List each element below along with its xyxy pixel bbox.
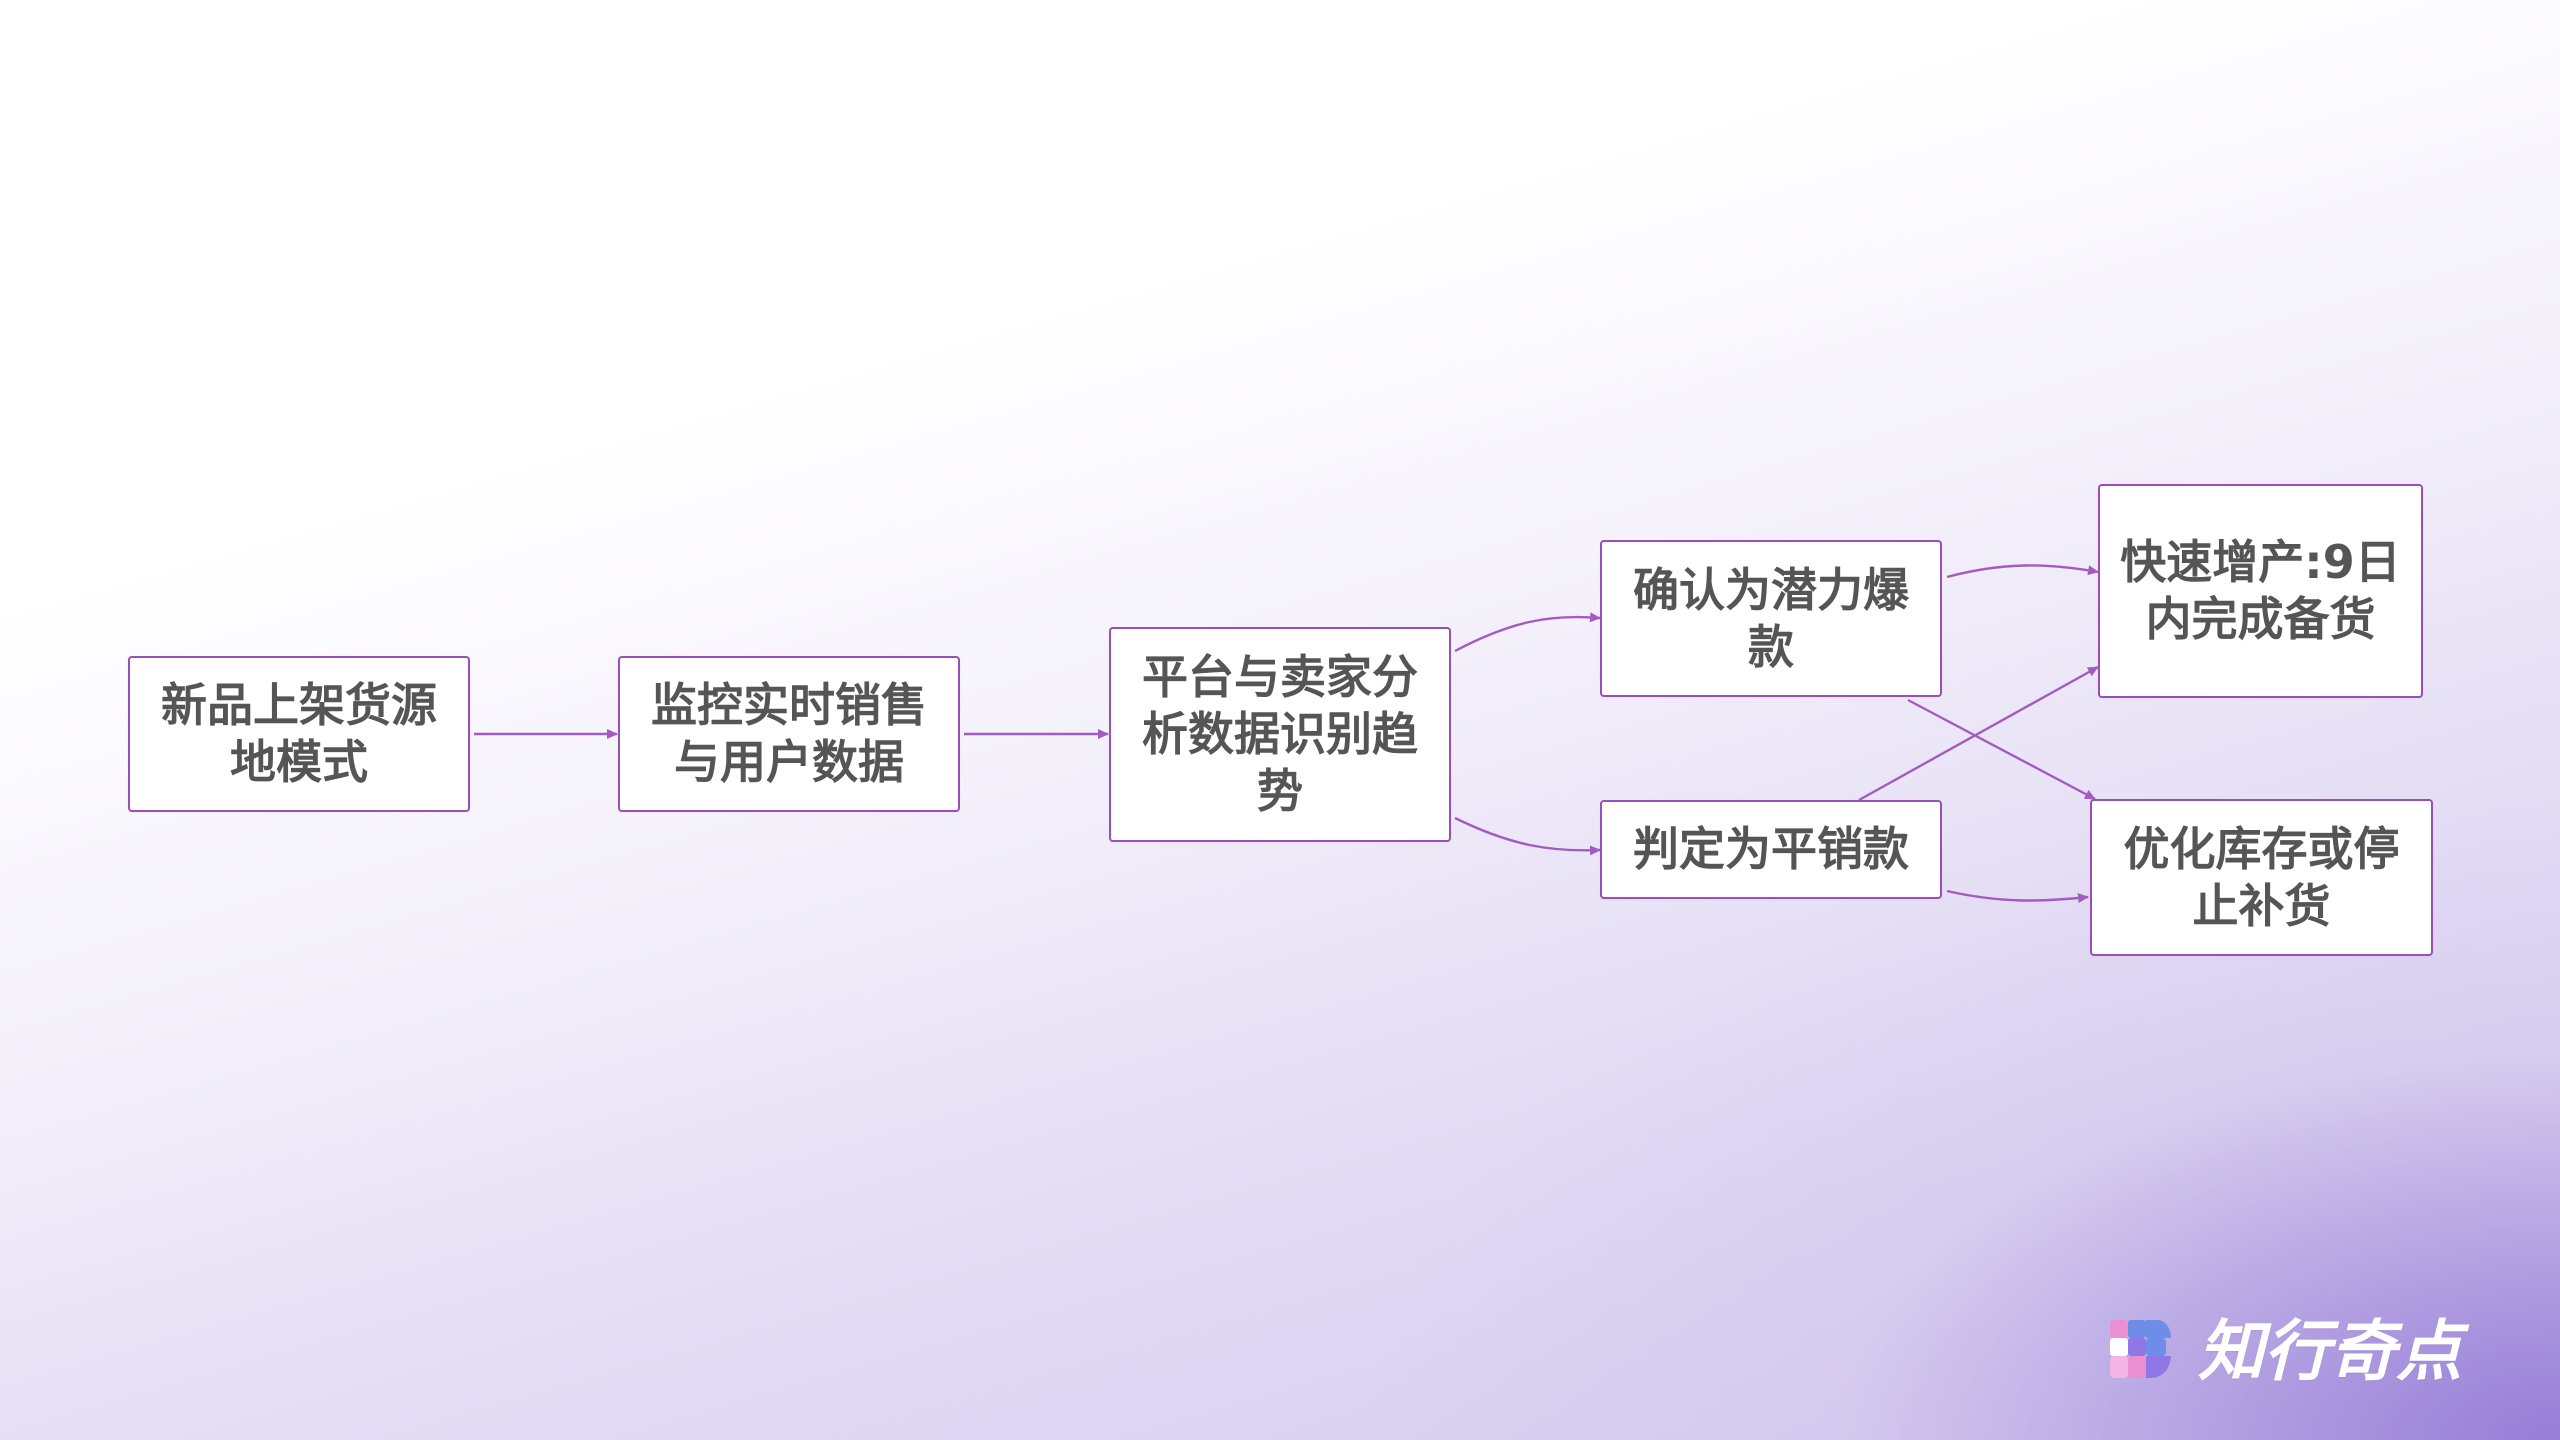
node-rapid-production: 快速增产:9日内完成备货 [2098,484,2423,698]
node-potential-bestseller: 确认为潜力爆款 [1600,540,1942,697]
node-new-product-source: 新品上架货源地模式 [128,656,470,812]
node-monitor-sales-user-data: 监控实时销售与用户数据 [618,656,960,812]
edge-average-seller-to-optimize-inventory [1946,889,2089,904]
edge-analysis-to-potential-bestseller [1454,612,1601,653]
node-potential-bestseller-label: 确认为潜力爆款 [1633,562,1909,674]
node-rapid-production-label: 快速增产:9日内完成备货 [2120,535,2401,646]
edge-potential-bestseller-to-optimize-inventory [1907,698,2096,801]
brand-name: 知行奇点 [2198,1313,2462,1390]
brand-logo: 知行奇点 [2102,1312,2506,1392]
node-monitor-sales-user-data-label: 监控实时销售与用户数据 [651,678,927,789]
node-average-seller: 判定为平销款 [1600,800,1942,899]
node-analyze-trend-label: 平台与卖家分析数据识别趋势 [1142,650,1418,818]
node-optimize-inventory-label: 优化库存或停止补货 [2123,821,2400,933]
node-analyze-trend: 平台与卖家分析数据识别趋势 [1109,627,1451,842]
node-average-seller-label: 判定为平销款 [1633,822,1909,876]
node-new-product-source-label: 新品上架货源地模式 [161,678,437,789]
node-optimize-inventory: 优化库存或停止补货 [2090,799,2433,956]
grid-logo-icon [2110,1320,2171,1378]
edge-analysis-to-average-seller [1454,816,1601,856]
edge-potential-bestseller-to-rapid-production [1946,564,2099,579]
